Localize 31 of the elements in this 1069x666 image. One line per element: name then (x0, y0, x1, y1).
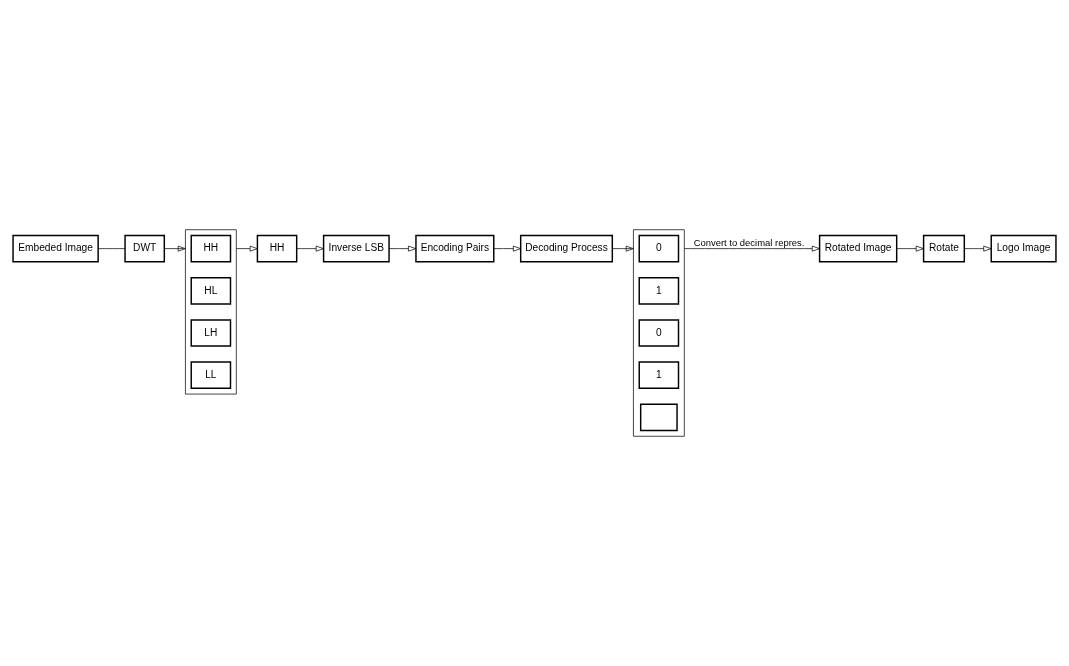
arrow (388, 245, 417, 252)
node-box: Inverse LSB (322, 234, 390, 263)
node-box: Encoding Pairs (415, 234, 495, 263)
cluster (633, 229, 685, 437)
node-box: Rotated Image (818, 234, 898, 263)
node-box: LL (190, 361, 232, 389)
arrow (235, 245, 258, 252)
node-box: Rotate (922, 234, 966, 263)
node-box: DWT (124, 234, 166, 263)
node-box: 0 (638, 234, 680, 263)
node-box: Logo Image (990, 234, 1057, 263)
cluster (185, 229, 237, 395)
node-box: HH (256, 234, 298, 263)
arrow (296, 245, 324, 252)
node-box (639, 403, 678, 432)
arrow (964, 245, 992, 252)
edge-label: Convert to decimal repres. (693, 237, 805, 249)
node-box: 0 (638, 319, 680, 347)
arrow (683, 245, 820, 252)
arrow (164, 245, 186, 252)
node-box: 1 (638, 361, 680, 389)
node-box: 1 (638, 277, 680, 305)
node-box: LH (190, 319, 232, 347)
node-box: Embeded Image (12, 234, 99, 263)
arrow (612, 245, 634, 252)
arrow (896, 245, 924, 252)
connector (97, 248, 126, 249)
node-box: HH (190, 234, 232, 263)
node-box: HL (190, 277, 232, 305)
node-box: Decoding Process (519, 234, 614, 263)
arrow (493, 245, 521, 252)
